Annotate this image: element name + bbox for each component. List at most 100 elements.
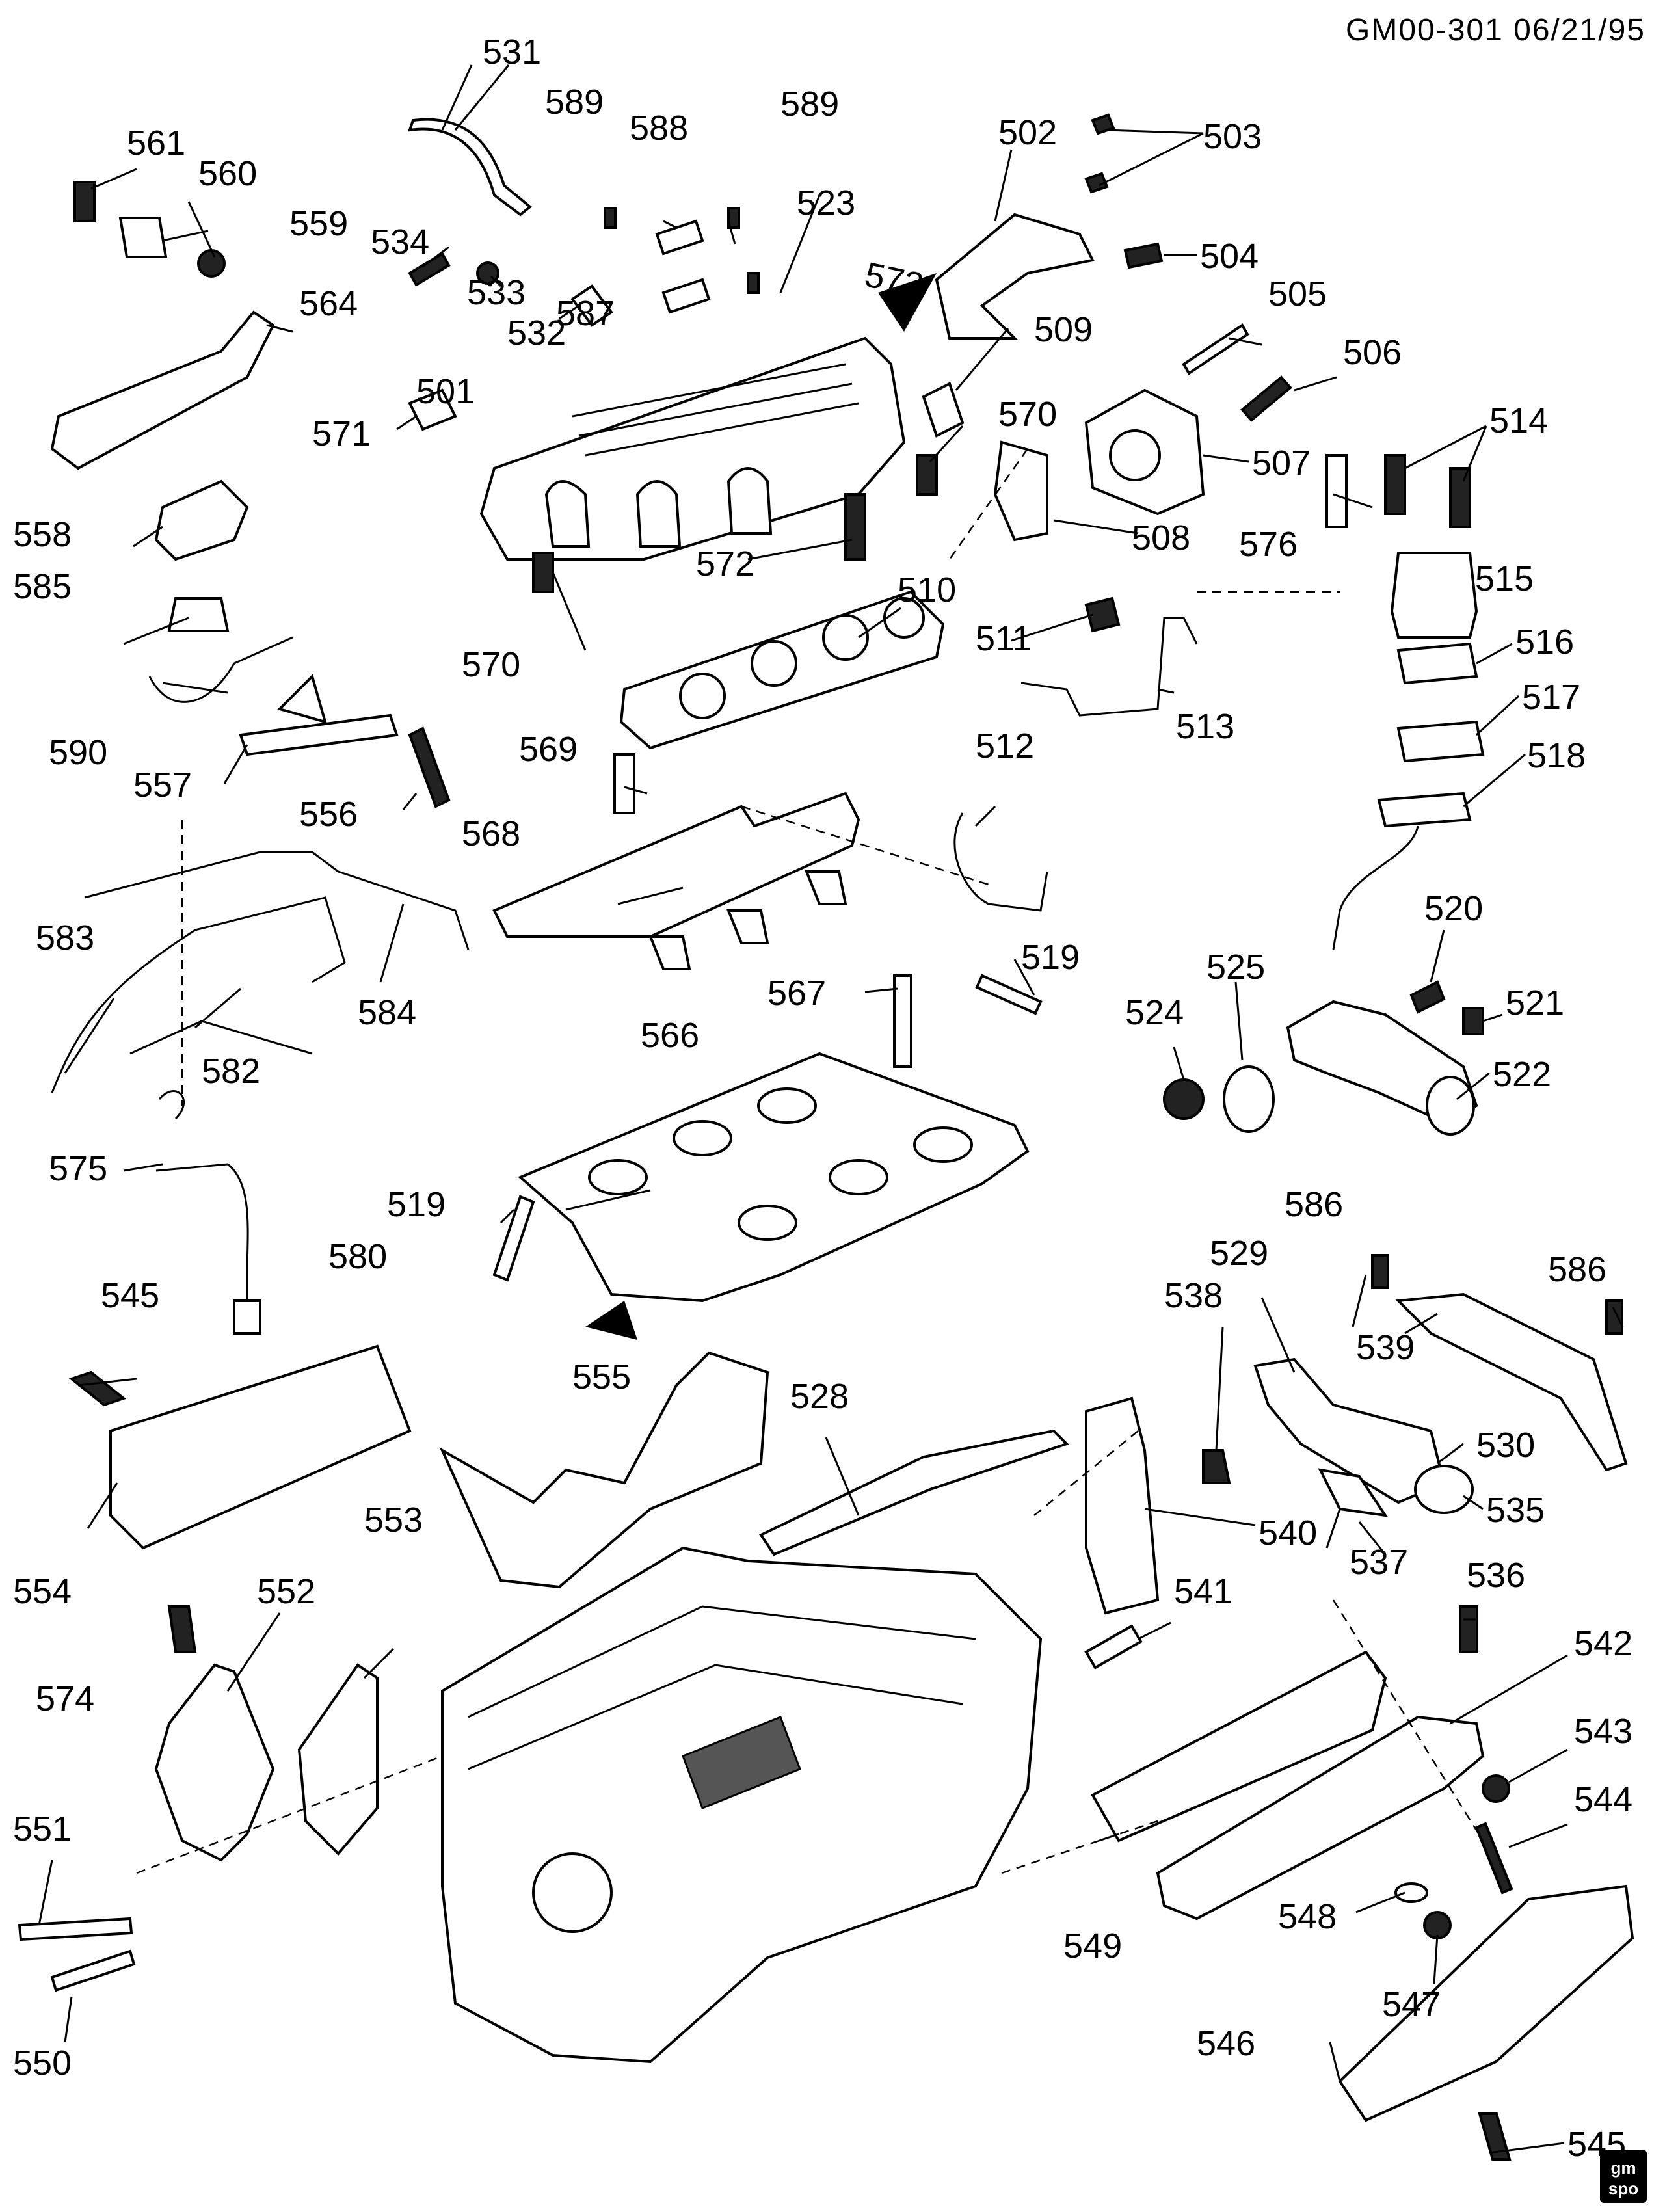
grommet-559 (197, 249, 226, 278)
callout-589-right: 589 (780, 85, 839, 124)
callout-512: 512 (976, 726, 1034, 766)
bolt-504 (1123, 242, 1164, 269)
callout-521: 521 (1506, 983, 1564, 1022)
callout-517: 517 (1522, 678, 1580, 717)
callout-590: 590 (49, 733, 107, 772)
pipe-582 (129, 1020, 313, 1055)
callout-503: 503 (1203, 117, 1262, 156)
bolt-572 (844, 493, 866, 561)
callout-537: 537 (1350, 1543, 1408, 1582)
pipe-584 (84, 851, 470, 950)
callout-564: 564 (299, 284, 358, 323)
adapter-518 (1377, 792, 1472, 828)
tube-531 (408, 118, 533, 217)
bolt-519-lower (492, 1195, 535, 1282)
callout-535: 535 (1486, 1491, 1545, 1530)
callout-587: 587 (556, 294, 615, 333)
callout-523: 523 (797, 183, 855, 222)
bracket-552 (154, 1663, 275, 1862)
callout-583: 583 (36, 918, 94, 957)
arrow-573 (878, 273, 937, 332)
logo-line-2: spo (1608, 2179, 1638, 2198)
bolt-576 (1325, 454, 1348, 528)
heat-shield-546 (1338, 1884, 1634, 2122)
callout-584: 584 (358, 993, 416, 1032)
callout-544: 544 (1574, 1780, 1632, 1819)
pipe-512 (953, 812, 1048, 912)
callout-546: 546 (1197, 2024, 1255, 2063)
callout-586-left: 586 (1285, 1185, 1343, 1224)
callout-572: 572 (696, 544, 754, 583)
callout-567: 567 (767, 974, 826, 1013)
module-558 (154, 479, 249, 561)
callout-566: 566 (641, 1016, 699, 1055)
callout-515: 515 (1475, 559, 1534, 598)
callout-570-left: 570 (462, 645, 520, 684)
callout-519-lower: 519 (387, 1185, 446, 1224)
oxygen-sensor-580 (155, 1163, 249, 1307)
bolt-567 (893, 974, 912, 1068)
callout-529: 529 (1210, 1234, 1268, 1273)
bolt-545-upper (68, 1370, 127, 1407)
callout-574: 574 (36, 1679, 94, 1718)
callout-513: 513 (1176, 707, 1234, 746)
bolts-514 (1384, 454, 1471, 528)
injectors-568 (648, 870, 847, 970)
callout-558: 558 (13, 515, 72, 554)
bolt-519-upper (975, 974, 1043, 1015)
bracket-560 (118, 217, 168, 258)
bolt-538 (1202, 1449, 1231, 1484)
valve-585 (167, 597, 230, 632)
callout-542: 542 (1574, 1624, 1632, 1663)
callout-582: 582 (202, 1052, 260, 1091)
fitting-532 (570, 284, 613, 327)
bolt-569 (613, 753, 635, 814)
gasket-528 (759, 1429, 1069, 1556)
callout-522: 522 (1493, 1055, 1551, 1094)
lower-intake-manifold-566 (518, 1052, 1030, 1303)
callout-519-upper: 519 (1021, 938, 1080, 977)
hose-590 (148, 636, 293, 703)
callout-530: 530 (1476, 1426, 1535, 1465)
callout-555: 555 (572, 1357, 631, 1396)
sensor-571 (408, 388, 457, 431)
callout-518: 518 (1527, 736, 1586, 775)
callout-553: 553 (364, 1500, 423, 1539)
callout-508: 508 (1132, 518, 1190, 557)
stud-505 (1182, 323, 1249, 375)
callout-547: 547 (1382, 1985, 1441, 2024)
egr-valve-515 (1390, 552, 1478, 639)
engine-block (441, 1546, 1043, 2064)
callout-568: 568 (462, 814, 520, 853)
callout-586-right: 586 (1548, 1250, 1606, 1289)
bracket-553 (297, 1663, 379, 1856)
bracket-537 (1318, 1468, 1389, 1517)
callout-533: 533 (467, 273, 526, 312)
exhaust-manifold-542 (1156, 1715, 1485, 1921)
plug-521 (1462, 1007, 1484, 1035)
callout-511: 511 (976, 619, 1032, 658)
plug-509 (922, 382, 965, 438)
callout-532: 532 (507, 313, 566, 353)
callout-534: 534 (371, 222, 429, 261)
callout-541: 541 (1174, 1572, 1232, 1611)
callout-506: 506 (1343, 333, 1402, 372)
bolts-570 (532, 454, 938, 593)
callout-531: 531 (483, 33, 541, 72)
callout-550: 550 (13, 2044, 72, 2083)
flange-530 (1414, 1465, 1474, 1514)
spring-556 (408, 726, 451, 808)
callout-504: 504 (1200, 237, 1259, 276)
gasket-517 (1396, 720, 1485, 763)
sensor-541 (1084, 1624, 1143, 1670)
callout-561: 561 (127, 124, 185, 163)
nut-543 (1482, 1774, 1510, 1803)
callout-502: 502 (998, 113, 1057, 152)
o-ring-525 (1223, 1065, 1275, 1133)
callout-588: 588 (630, 109, 688, 148)
callout-559: 559 (289, 204, 348, 243)
clip-511 (1084, 596, 1121, 633)
callout-573: 573 (861, 255, 927, 305)
diagram-id-code: GM00-301 06/21/95 (1346, 13, 1645, 47)
